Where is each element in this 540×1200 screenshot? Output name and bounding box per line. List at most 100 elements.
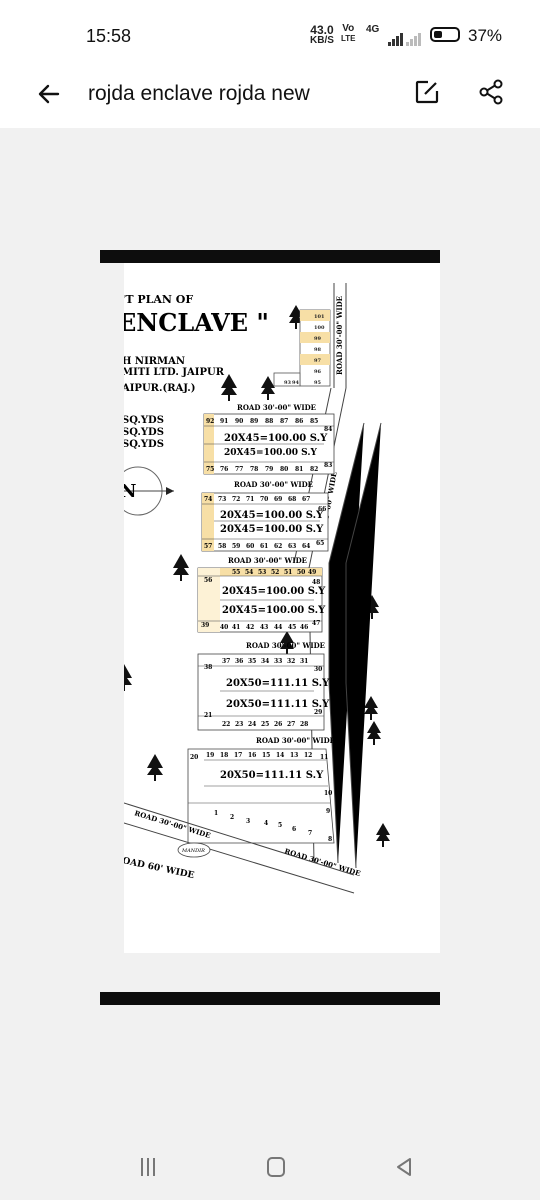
block-d: 20X50=111.11 S.Y 20X50=111.11 S.Y 38 37 … bbox=[197, 653, 330, 731]
net-speed: 43.0 KB/S bbox=[310, 24, 334, 46]
plot-92: 92 bbox=[206, 418, 214, 425]
volte-bottom: LTE bbox=[341, 34, 356, 43]
plot-15: 15 bbox=[262, 752, 270, 759]
plot-69: 69 bbox=[274, 496, 282, 503]
plot-26: 26 bbox=[274, 721, 282, 728]
plot-67: 67 bbox=[302, 496, 310, 503]
plot-40: 40 bbox=[220, 624, 228, 631]
plot-4: 4 bbox=[264, 820, 268, 827]
plot-83: 83 bbox=[324, 462, 332, 469]
plot-75: 75 bbox=[206, 466, 214, 473]
home-icon[interactable] bbox=[262, 1155, 290, 1179]
plot-91: 91 bbox=[220, 418, 228, 425]
share-icon[interactable] bbox=[478, 79, 504, 105]
compass-icon: N bbox=[124, 466, 174, 516]
plot-11: 11 bbox=[320, 754, 328, 761]
plot-84: 84 bbox=[324, 426, 332, 433]
plot-88: 88 bbox=[265, 418, 273, 425]
plot-101: 101 bbox=[314, 314, 324, 320]
battery-icon bbox=[430, 27, 460, 42]
plot-34: 34 bbox=[261, 658, 269, 665]
plot-18: 18 bbox=[220, 752, 228, 759]
plot-99: 99 bbox=[314, 336, 321, 342]
plot-5: 5 bbox=[278, 822, 282, 829]
plot-17: 17 bbox=[234, 752, 242, 759]
plot-6: 6 bbox=[292, 826, 296, 833]
plot-29: 29 bbox=[314, 709, 322, 716]
plot-35: 35 bbox=[248, 658, 256, 665]
plot-57: 57 bbox=[204, 543, 212, 550]
plot-95: 95 bbox=[314, 380, 321, 386]
plot-19: 19 bbox=[206, 752, 214, 759]
plot-85: 85 bbox=[310, 418, 318, 425]
network-type: 4G bbox=[366, 24, 380, 35]
plot-32: 32 bbox=[287, 658, 295, 665]
plot-44: 44 bbox=[274, 624, 282, 631]
plot-48: 48 bbox=[312, 579, 320, 586]
plot-33: 33 bbox=[274, 658, 282, 665]
plot-8: 8 bbox=[328, 836, 332, 843]
tree-icons bbox=[124, 305, 390, 847]
volte-top: Vo bbox=[342, 23, 355, 34]
block-a-size-2: 20X45=100.00 S.Y bbox=[224, 448, 317, 458]
recents-icon[interactable] bbox=[134, 1155, 162, 1179]
plot-55: 55 bbox=[232, 569, 240, 576]
image-border-top bbox=[100, 250, 440, 263]
plot-10: 10 bbox=[324, 790, 332, 797]
plot-13: 13 bbox=[290, 752, 298, 759]
plot-16: 16 bbox=[248, 752, 256, 759]
plot-97: 97 bbox=[314, 358, 321, 364]
plot-7: 7 bbox=[308, 830, 312, 837]
plot-94: 94 bbox=[292, 380, 299, 386]
plot-28: 28 bbox=[300, 721, 308, 728]
plot-58: 58 bbox=[218, 543, 226, 550]
status-time: 15:58 bbox=[86, 26, 132, 46]
plan-org-2: MITI LTD. JAIPUR bbox=[124, 367, 225, 378]
plot-59: 59 bbox=[232, 543, 240, 550]
plan-org-3: AIPUR.(RAJ.) bbox=[124, 383, 195, 394]
plot-74: 74 bbox=[204, 496, 212, 503]
plot-42: 42 bbox=[246, 624, 254, 631]
plot-80: 80 bbox=[280, 466, 288, 473]
plot-87: 87 bbox=[280, 418, 288, 425]
legend-3: SQ.YDS bbox=[124, 439, 164, 450]
plot-82: 82 bbox=[310, 466, 318, 473]
other-scheme-label: OTHER SCHEME bbox=[334, 645, 341, 703]
plot-76: 76 bbox=[220, 466, 228, 473]
plot-53: 53 bbox=[258, 569, 266, 576]
road-60-label: OAD 60' WIDE bbox=[124, 856, 195, 881]
net-speed-value: 43.0 bbox=[310, 23, 334, 37]
plot-14: 14 bbox=[276, 752, 284, 759]
plot-45: 45 bbox=[288, 624, 296, 631]
plot-86: 86 bbox=[295, 418, 303, 425]
plot-24: 24 bbox=[248, 721, 256, 728]
plot-100: 100 bbox=[314, 325, 325, 331]
plot-30: 30 bbox=[314, 666, 322, 673]
plot-68: 68 bbox=[288, 496, 296, 503]
plot-89: 89 bbox=[250, 418, 258, 425]
plot-39: 39 bbox=[201, 622, 209, 629]
back-triangle-icon[interactable] bbox=[390, 1155, 418, 1179]
block-c: 20X45=100.00 S.Y 20X45=100.00 S.Y 56 55 … bbox=[197, 567, 326, 633]
plot-61: 61 bbox=[260, 543, 268, 550]
plot-98: 98 bbox=[314, 347, 321, 353]
plot-20: 20 bbox=[190, 754, 198, 761]
block-d-size-1: 20X50=111.11 S.Y bbox=[226, 678, 330, 689]
plot-77: 77 bbox=[235, 466, 243, 473]
edit-icon[interactable] bbox=[414, 79, 440, 105]
temple-label: MANDIR bbox=[181, 848, 205, 854]
plot-37: 37 bbox=[222, 658, 230, 665]
road-label-7: ROAD 30'-00" WIDE bbox=[283, 846, 361, 878]
plot-9: 9 bbox=[326, 808, 330, 815]
block-a-size-1: 20X45=100.00 S.Y bbox=[224, 433, 328, 444]
plot-72: 72 bbox=[232, 496, 240, 503]
top-plot-column bbox=[273, 309, 331, 387]
plot-47: 47 bbox=[312, 620, 320, 627]
arrow-left-icon[interactable] bbox=[34, 80, 64, 110]
plot-54: 54 bbox=[245, 569, 253, 576]
app-bar: rojda enclave rojda new bbox=[0, 70, 540, 128]
battery-percent: 37% bbox=[468, 26, 503, 45]
system-nav-bar bbox=[0, 1135, 540, 1200]
plot-71: 71 bbox=[246, 496, 254, 503]
plot-96: 96 bbox=[314, 369, 321, 375]
